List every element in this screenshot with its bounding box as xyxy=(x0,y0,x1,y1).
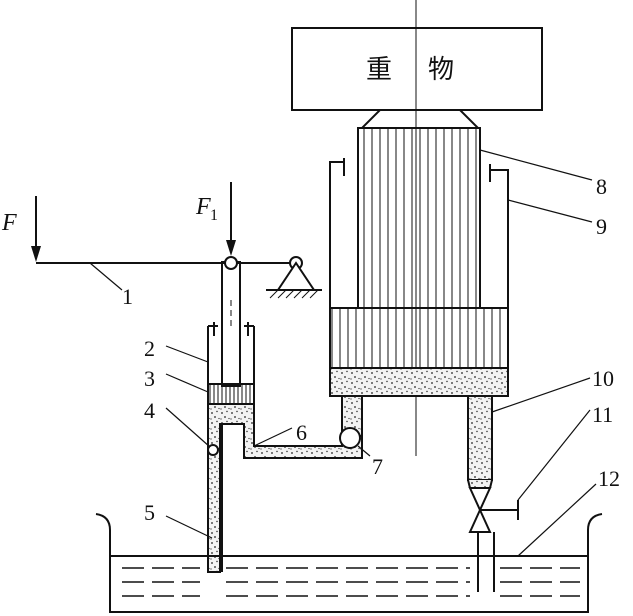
part-label-9: 9 xyxy=(596,214,607,239)
leader-lines xyxy=(89,149,597,557)
stop-valve-11 xyxy=(467,479,519,533)
check-valve-4 xyxy=(207,444,219,456)
large-cylinder-left-wall xyxy=(329,161,344,370)
large-piston-rod xyxy=(357,127,481,309)
pivot-support xyxy=(276,261,316,291)
weight-label-char-1: 重 xyxy=(366,55,392,85)
weight-block xyxy=(291,27,543,111)
part-label-10: 10 xyxy=(592,366,614,391)
force-label-F1-subscript: 1 xyxy=(210,207,218,224)
part-label-2: 2 xyxy=(144,336,155,361)
tank-oil-dashes xyxy=(122,567,580,597)
large-cylinder-oil xyxy=(329,367,509,397)
ground-hatch xyxy=(269,289,319,299)
part-label-3: 3 xyxy=(144,366,155,391)
part-label-12: 12 xyxy=(598,466,620,491)
force-arrow-F1 xyxy=(226,182,236,256)
part-label-8: 8 xyxy=(596,174,607,199)
part-label-6: 6 xyxy=(296,420,307,445)
force-label-F1: F xyxy=(195,194,211,220)
part-label-4: 4 xyxy=(144,398,155,423)
large-piston-head xyxy=(329,307,509,369)
weight-label-char-2: 物 xyxy=(428,55,454,85)
force-arrow-F xyxy=(31,196,41,262)
part-label-11: 11 xyxy=(592,402,613,427)
discharge-pipe xyxy=(467,395,493,481)
large-cylinder-right-wall xyxy=(490,169,509,370)
small-piston-head xyxy=(207,383,255,405)
oil-tank xyxy=(95,513,603,613)
part-label-7: 7 xyxy=(372,454,383,479)
check-valve-7 xyxy=(339,427,361,449)
part-label-5: 5 xyxy=(144,500,155,525)
lever-pin xyxy=(224,256,238,270)
large-piston-cap xyxy=(359,109,481,129)
part-label-1: 1 xyxy=(122,284,133,309)
force-label-F: F xyxy=(1,210,17,236)
